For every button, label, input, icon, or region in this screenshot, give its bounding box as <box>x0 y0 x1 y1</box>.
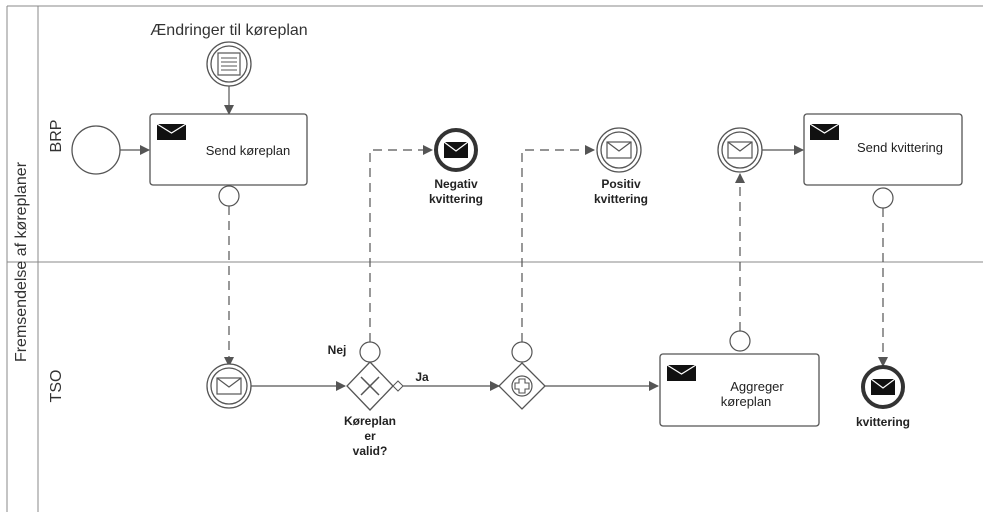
gateway-label-line1: Køreplan <box>344 414 396 428</box>
message-flow-source <box>218 185 240 207</box>
negative-receipt-label-line2: kvittering <box>429 192 483 206</box>
message-flow-source <box>872 187 894 209</box>
conditional-start-event[interactable] <box>206 41 252 87</box>
change-event-label: Ændringer til køreplan <box>150 22 307 39</box>
task-send-plan[interactable]: Send køreplan <box>149 113 308 186</box>
flow-label-yes: Ja <box>415 370 429 384</box>
negative-receipt-label-line1: Negativ <box>434 177 478 191</box>
message-flow <box>369 145 433 342</box>
lane-label-brp: BRP <box>48 120 65 153</box>
message-flow <box>521 145 595 342</box>
exclusive-gateway[interactable] <box>346 361 394 411</box>
pool: Fremsendelse af køreplaner BRP TSO <box>6 5 983 512</box>
task-send-receipt[interactable]: Send kvittering <box>803 113 963 186</box>
gateway-label-line2: er <box>364 429 376 443</box>
message-flow-source <box>729 330 751 352</box>
gateway-label-line3: valid? <box>353 444 388 458</box>
lane-label-tso: TSO <box>48 370 65 403</box>
message-flow-source <box>359 341 381 363</box>
start-event[interactable] <box>71 125 121 175</box>
message-start-event[interactable] <box>206 363 252 409</box>
flow-label-no: Nej <box>328 343 347 357</box>
task-label-line1: Aggreger <box>730 379 784 394</box>
receipt-end-event[interactable] <box>861 365 905 409</box>
document-icon <box>217 52 241 76</box>
positive-receipt-event[interactable] <box>596 127 642 173</box>
default-flow-marker <box>392 380 404 392</box>
positive-receipt-label-line1: Positiv <box>601 177 641 191</box>
task-label: Send kvittering <box>857 140 943 155</box>
message-catch-event[interactable] <box>717 127 763 173</box>
plus-icon <box>514 378 530 394</box>
negative-receipt-end-event[interactable] <box>434 128 478 172</box>
task-label: Send køreplan <box>206 143 291 158</box>
task-label-line2: køreplan <box>721 394 772 409</box>
task-aggregate-plan[interactable]: Aggreger køreplan <box>659 353 820 427</box>
positive-receipt-label-line2: kvittering <box>594 192 648 206</box>
pool-label: Fremsendelse af køreplaner <box>13 161 30 362</box>
parallel-gateway[interactable] <box>498 362 546 410</box>
message-flow-source <box>511 341 533 363</box>
end-receipt-label: kvittering <box>856 415 910 429</box>
